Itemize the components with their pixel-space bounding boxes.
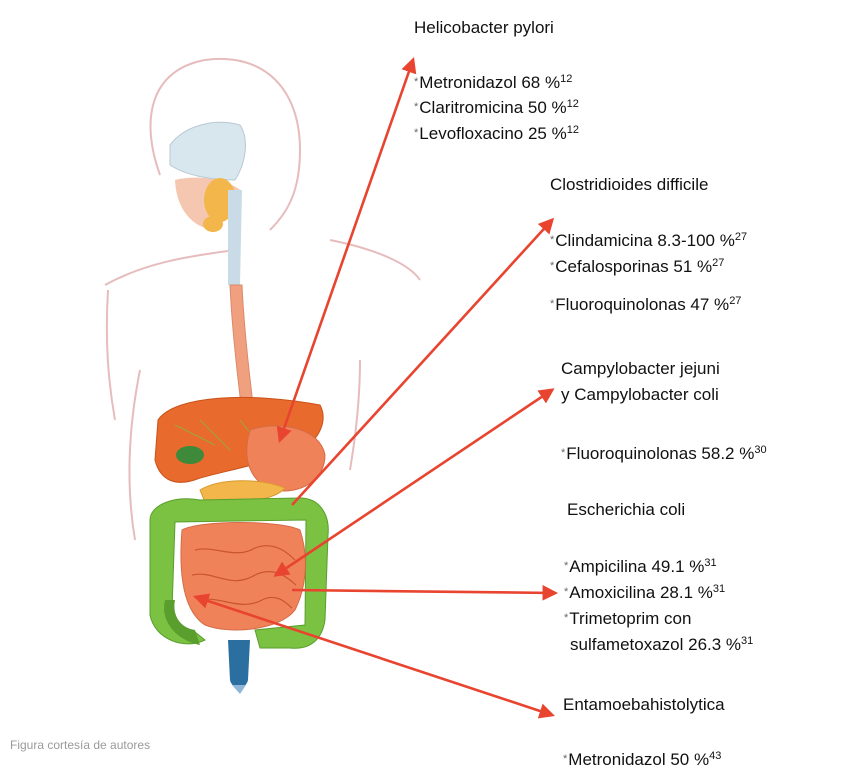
left-torso-outline [130, 370, 140, 540]
drug-fluoroquinolonas-cdiff: *Fluoroquinolonas 47 %27 [550, 293, 741, 316]
rectum [228, 640, 250, 688]
pathogen-title-entamoeba: Entamoebahistolytica [563, 694, 725, 716]
pathogen-title-clostridioides: Clostridioides difficile [550, 174, 708, 196]
arrow-helicobacter [280, 60, 413, 440]
drug-amoxicilina: *Amoxicilina 28.1 %31 [564, 581, 725, 604]
pathogen-title-helicobacter: Helicobacter pylori [414, 17, 554, 39]
drug-cefalosporinas: *Cefalosporinas 51 %27 [550, 255, 724, 278]
drug-sulfametoxazol: sulfametoxazol 26.3 %31 [570, 634, 753, 656]
drug-metronidazol-entamoeba: *Metronidazol 50 %43 [563, 748, 721, 771]
arrow-entamoeba [196, 597, 552, 715]
drug-fluoroquinolonas-campy: *Fluoroquinolonas 58.2 %30 [561, 442, 767, 465]
arrow-clostridioides [292, 220, 552, 505]
arrow-escherichia [292, 590, 555, 593]
nasal-cavity [170, 122, 245, 180]
right-arm-outline [350, 360, 360, 470]
drug-ampicilina: *Ampicilina 49.1 %31 [564, 555, 717, 578]
drug-clindamicina: *Clindamicina 8.3-100 %27 [550, 229, 747, 252]
drug-trimetoprim: *Trimetoprim con [564, 607, 691, 630]
gallbladder [176, 446, 204, 464]
pathogen-title-campylobacter-1: Campylobacter jejuni [561, 358, 720, 380]
shoulders-outline [105, 240, 420, 285]
left-arm-outline [107, 290, 115, 420]
figure-credit: Figura cortesía de autores [10, 738, 150, 752]
pharynx [228, 190, 242, 285]
drug-metronidazol: *Metronidazol 68 %12 [414, 71, 572, 94]
anus [232, 685, 246, 694]
head-organs [170, 122, 245, 285]
pathogen-title-escherichia: Escherichia coli [567, 499, 685, 521]
pathogen-title-campylobacter-2: y Campylobacter coli [561, 384, 719, 406]
drug-levofloxacino: *Levofloxacino 25 %12 [414, 122, 579, 145]
salivary-gland-lower [203, 216, 223, 232]
drug-claritromicina: *Claritromicina 50 %12 [414, 96, 579, 119]
